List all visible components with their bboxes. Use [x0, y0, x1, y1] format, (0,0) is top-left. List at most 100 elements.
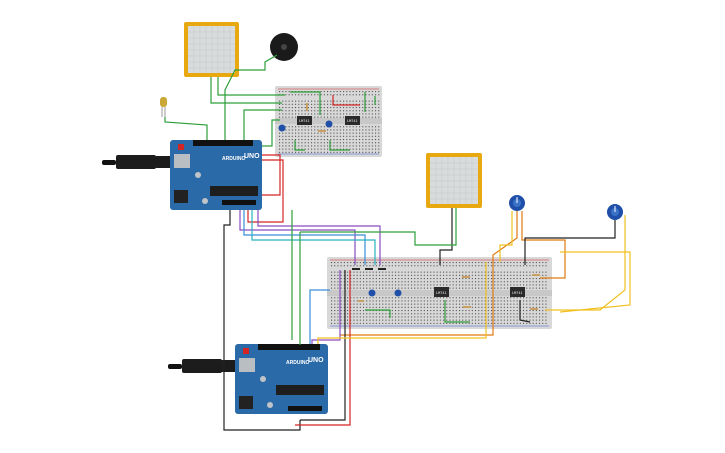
- breadboard-hole[interactable]: [347, 274, 349, 276]
- breadboard-hole[interactable]: [398, 281, 400, 283]
- breadboard-hole[interactable]: [363, 281, 365, 283]
- breadboard-hole[interactable]: [497, 303, 499, 305]
- breadboard-hole[interactable]: [404, 262, 406, 264]
- breadboard-hole[interactable]: [439, 310, 441, 312]
- breadboard-hole[interactable]: [301, 145, 303, 147]
- breadboard-hole[interactable]: [371, 135, 373, 137]
- breadboard-hole[interactable]: [285, 151, 287, 153]
- breadboard-hole[interactable]: [465, 284, 467, 286]
- breadboard-hole[interactable]: [423, 281, 425, 283]
- breadboard-hole[interactable]: [455, 271, 457, 273]
- piezo-buzzer[interactable]: [270, 33, 298, 61]
- breadboard-hole[interactable]: [500, 316, 502, 318]
- breadboard-hole[interactable]: [369, 303, 371, 305]
- resistor[interactable]: [530, 308, 538, 310]
- breadboard-hole[interactable]: [301, 103, 303, 105]
- breadboard-hole[interactable]: [491, 313, 493, 315]
- breadboard-hole[interactable]: [535, 265, 537, 267]
- breadboard-hole[interactable]: [337, 262, 339, 264]
- breadboard-hole[interactable]: [478, 265, 480, 267]
- breadboard-hole[interactable]: [314, 113, 316, 115]
- breadboard-hole[interactable]: [320, 145, 322, 147]
- breadboard-hole[interactable]: [343, 306, 345, 308]
- breadboard-hole[interactable]: [349, 94, 351, 96]
- breadboard-hole[interactable]: [279, 107, 281, 109]
- breadboard-hole[interactable]: [468, 287, 470, 289]
- breadboard-hole[interactable]: [331, 319, 333, 321]
- breadboard-hole[interactable]: [494, 303, 496, 305]
- breadboard-hole[interactable]: [503, 262, 505, 264]
- breadboard-hole[interactable]: [523, 313, 525, 315]
- breadboard-hole[interactable]: [385, 319, 387, 321]
- breadboard-hole[interactable]: [291, 100, 293, 102]
- breadboard-hole[interactable]: [327, 100, 329, 102]
- breadboard-hole[interactable]: [375, 151, 377, 153]
- breadboard-hole[interactable]: [279, 91, 281, 93]
- breadboard-hole[interactable]: [407, 316, 409, 318]
- breadboard-hole[interactable]: [336, 103, 338, 105]
- breadboard-hole[interactable]: [311, 126, 313, 128]
- breadboard-hole[interactable]: [532, 316, 534, 318]
- breadboard-hole[interactable]: [337, 316, 339, 318]
- breadboard-hole[interactable]: [369, 322, 371, 324]
- breadboard-hole[interactable]: [471, 306, 473, 308]
- breadboard-hole[interactable]: [526, 281, 528, 283]
- breadboard-hole[interactable]: [336, 94, 338, 96]
- breadboard-hole[interactable]: [481, 271, 483, 273]
- breadboard-hole[interactable]: [481, 319, 483, 321]
- breadboard-hole[interactable]: [443, 322, 445, 324]
- breadboard-hole[interactable]: [379, 287, 381, 289]
- breadboard-hole[interactable]: [420, 262, 422, 264]
- breadboard-hole[interactable]: [526, 271, 528, 273]
- breadboard-hole[interactable]: [516, 300, 518, 302]
- breadboard-hole[interactable]: [481, 281, 483, 283]
- breadboard-hole[interactable]: [529, 271, 531, 273]
- breadboard-hole[interactable]: [439, 319, 441, 321]
- breadboard-hole[interactable]: [423, 284, 425, 286]
- breadboard-hole[interactable]: [542, 313, 544, 315]
- breadboard-hole[interactable]: [526, 306, 528, 308]
- breadboard-hole[interactable]: [323, 142, 325, 144]
- breadboard-hole[interactable]: [372, 316, 374, 318]
- breadboard-hole[interactable]: [519, 271, 521, 273]
- breadboard-hole[interactable]: [414, 306, 416, 308]
- breadboard-hole[interactable]: [494, 287, 496, 289]
- breadboard-hole[interactable]: [314, 94, 316, 96]
- breadboard-hole[interactable]: [507, 262, 509, 264]
- breadboard-hole[interactable]: [304, 132, 306, 134]
- breadboard-hole[interactable]: [420, 316, 422, 318]
- breadboard-hole[interactable]: [443, 313, 445, 315]
- breadboard-hole[interactable]: [475, 284, 477, 286]
- breadboard-hole[interactable]: [484, 313, 486, 315]
- breadboard-hole[interactable]: [468, 319, 470, 321]
- breadboard-hole[interactable]: [330, 129, 332, 131]
- breadboard-hole[interactable]: [455, 300, 457, 302]
- breadboard-hole[interactable]: [532, 322, 534, 324]
- breadboard-hole[interactable]: [282, 148, 284, 150]
- breadboard-hole[interactable]: [398, 322, 400, 324]
- breadboard-hole[interactable]: [363, 297, 365, 299]
- breadboard-hole[interactable]: [314, 129, 316, 131]
- breadboard-hole[interactable]: [497, 265, 499, 267]
- breadboard-hole[interactable]: [539, 322, 541, 324]
- breadboard-hole[interactable]: [288, 94, 290, 96]
- breadboard-hole[interactable]: [307, 135, 309, 137]
- breadboard-hole[interactable]: [382, 278, 384, 280]
- breadboard-hole[interactable]: [487, 262, 489, 264]
- breadboard-hole[interactable]: [365, 113, 367, 115]
- breadboard-hole[interactable]: [352, 113, 354, 115]
- breadboard-hole[interactable]: [398, 265, 400, 267]
- breadboard-hole[interactable]: [446, 278, 448, 280]
- breadboard-hole[interactable]: [311, 145, 313, 147]
- breadboard-hole[interactable]: [465, 271, 467, 273]
- breadboard-hole[interactable]: [375, 271, 377, 273]
- breadboard-hole[interactable]: [500, 265, 502, 267]
- breadboard-hole[interactable]: [288, 103, 290, 105]
- breadboard-hole[interactable]: [407, 287, 409, 289]
- breadboard-hole[interactable]: [359, 151, 361, 153]
- breadboard-hole[interactable]: [337, 281, 339, 283]
- breadboard-hole[interactable]: [407, 281, 409, 283]
- breadboard-hole[interactable]: [491, 300, 493, 302]
- breadboard-hole[interactable]: [465, 310, 467, 312]
- breadboard-hole[interactable]: [291, 132, 293, 134]
